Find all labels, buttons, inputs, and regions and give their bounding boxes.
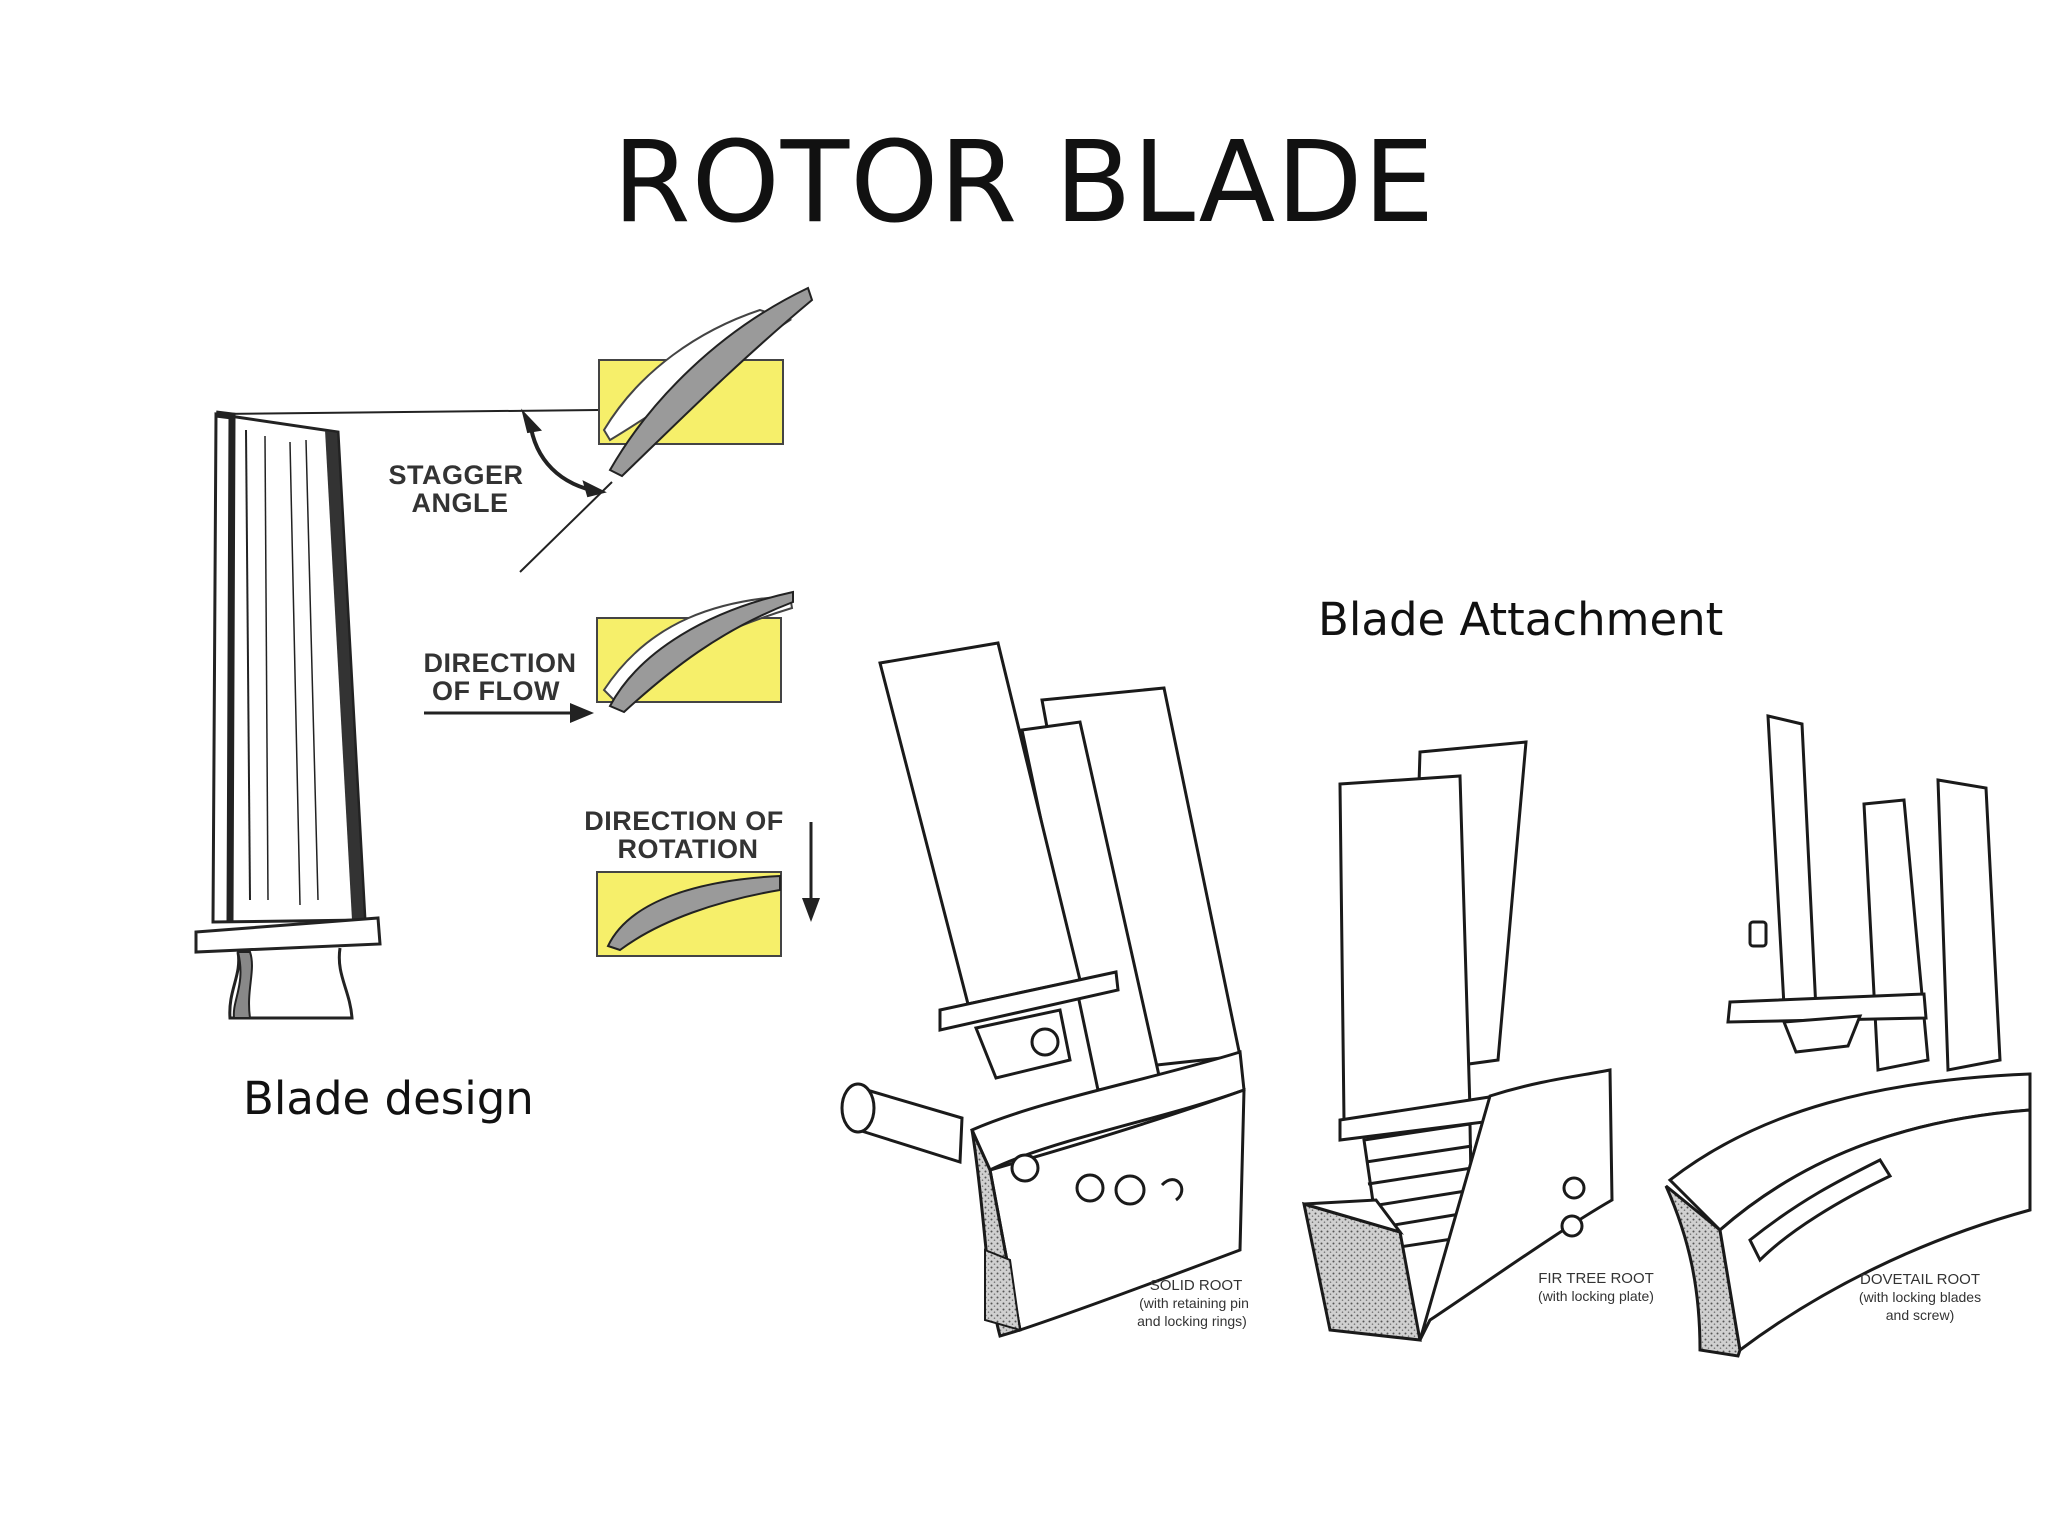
stagger-angle-label: STAGGER ANGLE — [388, 460, 523, 518]
svg-text:DIRECTION: DIRECTION — [424, 648, 577, 678]
stagger-angle-lines — [215, 408, 613, 573]
solid-root-drawing — [840, 641, 1246, 1338]
dovetail-root-label: DOVETAIL ROOT (with locking blades and s… — [1859, 1271, 1981, 1323]
solid-root-label: SOLID ROOT (with retaining pin and locki… — [1137, 1277, 1249, 1329]
svg-text:(with retaining pin: (with retaining pin — [1139, 1295, 1249, 1311]
svg-text:STAGGER: STAGGER — [388, 460, 523, 490]
blade-attachment-caption: Blade Attachment — [1318, 593, 1724, 646]
flow-profile-box — [596, 590, 794, 714]
slide-title: ROTOR BLADE — [612, 118, 1436, 248]
direction-of-flow-label: DIRECTION OF FLOW — [424, 648, 577, 706]
stagger-profile-box — [598, 286, 814, 478]
dovetail-root-drawing — [1664, 714, 2032, 1358]
blade-design-caption: Blade design — [243, 1072, 534, 1125]
svg-text:(with locking plate): (with locking plate) — [1538, 1288, 1654, 1304]
svg-text:DOVETAIL ROOT: DOVETAIL ROOT — [1860, 1271, 1980, 1288]
fir-tree-root-label: FIR TREE ROOT (with locking plate) — [1538, 1270, 1654, 1304]
svg-text:ROTATION: ROTATION — [618, 834, 759, 864]
flow-arrow — [424, 703, 594, 723]
turbine-blade-drawing — [194, 410, 382, 1020]
rotation-profile-box — [596, 871, 782, 957]
svg-text:SOLID ROOT: SOLID ROOT — [1150, 1277, 1243, 1294]
svg-text:ANGLE: ANGLE — [412, 488, 509, 518]
svg-text:and screw): and screw) — [1886, 1307, 1954, 1323]
svg-text:and locking rings): and locking rings) — [1137, 1313, 1247, 1329]
rotation-arrow — [802, 822, 820, 922]
svg-text:FIR TREE ROOT: FIR TREE ROOT — [1538, 1270, 1654, 1287]
svg-text:DIRECTION OF: DIRECTION OF — [584, 806, 784, 836]
fir-tree-root-drawing — [1302, 740, 1614, 1342]
svg-text:OF FLOW: OF FLOW — [432, 676, 560, 706]
direction-of-rotation-label: DIRECTION OF ROTATION — [584, 806, 784, 864]
svg-text:(with locking blades: (with locking blades — [1859, 1289, 1981, 1305]
